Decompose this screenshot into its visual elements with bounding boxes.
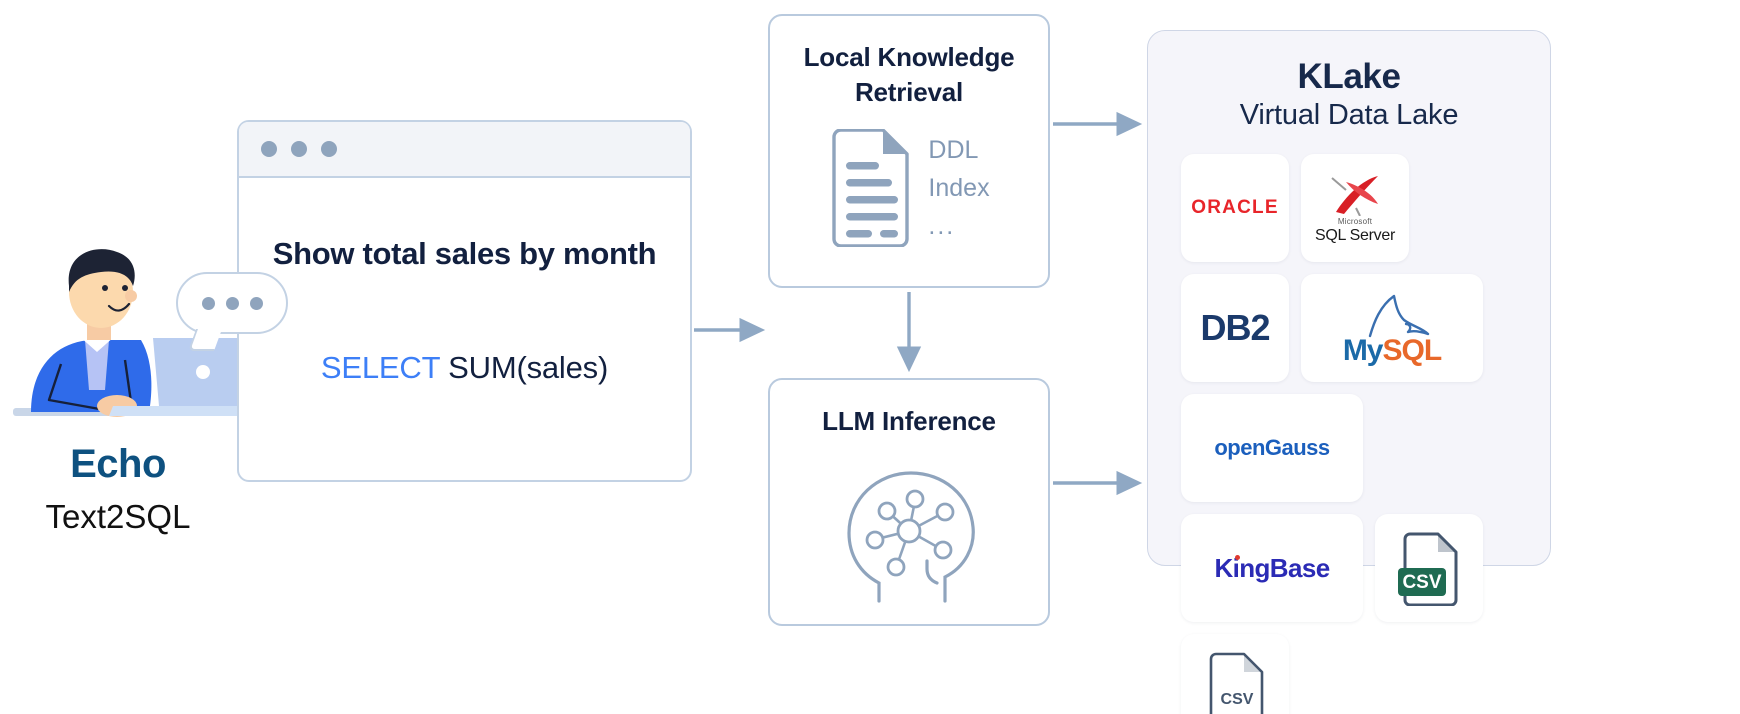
typing-dots (178, 274, 286, 332)
mysql-logo: MySQL (1340, 288, 1444, 368)
sqlserver-mesh-icon (1331, 175, 1378, 216)
browser-title-bar (239, 122, 690, 178)
knowledge-label-ddl: DDL (928, 135, 979, 164)
mysql-my: My (1342, 334, 1384, 367)
sqlserver-name: SQL Server (1315, 226, 1395, 244)
window-close-dot[interactable] (261, 141, 277, 157)
sqlserver-vendor: Microsoft (1337, 216, 1373, 226)
mysql-wordmark: MySQL (1342, 334, 1443, 368)
knowledge-labels: DDL Index ... (928, 132, 989, 245)
kingbase-dot (1235, 554, 1241, 560)
klake-panel: KLake Virtual Data Lake ORACLE Microsoft… (1147, 30, 1551, 714)
person-at-laptop-illustration (13, 249, 263, 417)
svg-text:CSV: CSV (1402, 572, 1441, 593)
knowledge-content-row: DDL Index ... (770, 129, 1048, 248)
knowledge-title-line2: Retrieval (854, 76, 964, 107)
sql-keyword: SELECT (320, 350, 440, 385)
echo-title: Echo (70, 442, 166, 486)
llm-box-title: LLM Inference (822, 406, 996, 436)
typing-dot (201, 296, 215, 310)
data-source-tile-csv-outline[interactable]: CSV (1181, 634, 1289, 714)
data-source-tile-oracle[interactable]: ORACLE (1181, 154, 1289, 262)
natural-language-query: Show total sales by month (272, 236, 657, 271)
data-source-tile-kingbase[interactable]: KingBase (1181, 514, 1363, 622)
window-minimize-dot[interactable] (291, 141, 307, 157)
document-icon (832, 129, 910, 248)
knowledge-title-line1: Local Knowledge (803, 42, 1015, 72)
llm-inference-box: LLM Inference (768, 378, 1050, 626)
svg-text:CSV: CSV (1221, 691, 1254, 708)
data-source-grid: ORACLE Microsoft SQL Server DB2 (1148, 132, 1550, 714)
db2-logo: DB2 (1200, 307, 1270, 348)
mysql-dolphin-icon (1368, 294, 1430, 338)
typing-dot (225, 296, 239, 310)
generated-sql: SELECT SUM(sales) (239, 350, 690, 386)
sql-expression: SUM(sales) (439, 350, 609, 385)
chat-bubble (176, 272, 288, 351)
browser-window: Show total sales by month SELECT SUM(sal… (237, 120, 692, 482)
klake-subtitle: Virtual Data Lake (1239, 99, 1459, 131)
knowledge-label-more: ... (928, 212, 956, 241)
data-source-tile-csv-filled[interactable]: CSV (1375, 514, 1483, 622)
mysql-sql: SQL (1382, 334, 1443, 367)
echo-persona: Echo Text2SQL (8, 230, 278, 570)
opengauss-logo: openGauss (1214, 435, 1330, 460)
brain-network-icon (847, 470, 975, 603)
window-maximize-dot[interactable] (321, 141, 337, 157)
data-source-tile-opengauss[interactable]: openGauss (1181, 394, 1363, 502)
oracle-logo: ORACLE (1191, 197, 1279, 218)
klake-title: KLake (1297, 57, 1401, 96)
knowledge-box-title: Local Knowledge Retrieval (770, 16, 1048, 109)
brain-icon-wrapper (770, 455, 1048, 603)
echo-subtitle: Text2SQL (45, 498, 191, 535)
knowledge-label-index: Index (928, 174, 990, 203)
typing-dot (249, 296, 263, 310)
data-source-tile-db2[interactable]: DB2 (1181, 274, 1289, 382)
local-knowledge-retrieval-box: Local Knowledge Retrieval DDL Index ... (768, 14, 1050, 288)
csv-file-outline-icon: CSV (1209, 652, 1264, 714)
data-source-tile-mysql[interactable]: MySQL (1301, 274, 1483, 382)
csv-file-icon: CSV (1398, 532, 1458, 606)
kingbase-logo: KingBase (1214, 552, 1330, 584)
browser-content: Show total sales by month SELECT SUM(sal… (239, 178, 690, 478)
kingbase-label: KingBase (1214, 552, 1330, 583)
data-source-tile-sqlserver[interactable]: Microsoft SQL Server (1301, 154, 1409, 262)
sqlserver-logo: Microsoft SQL Server (1315, 172, 1395, 245)
